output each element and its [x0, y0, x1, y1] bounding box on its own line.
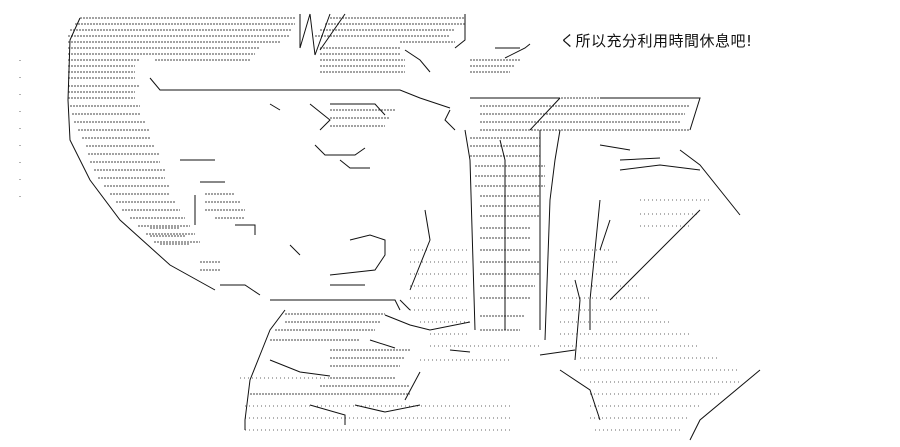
caption-text: く所以充分利用時間休息吧!: [560, 32, 753, 50]
